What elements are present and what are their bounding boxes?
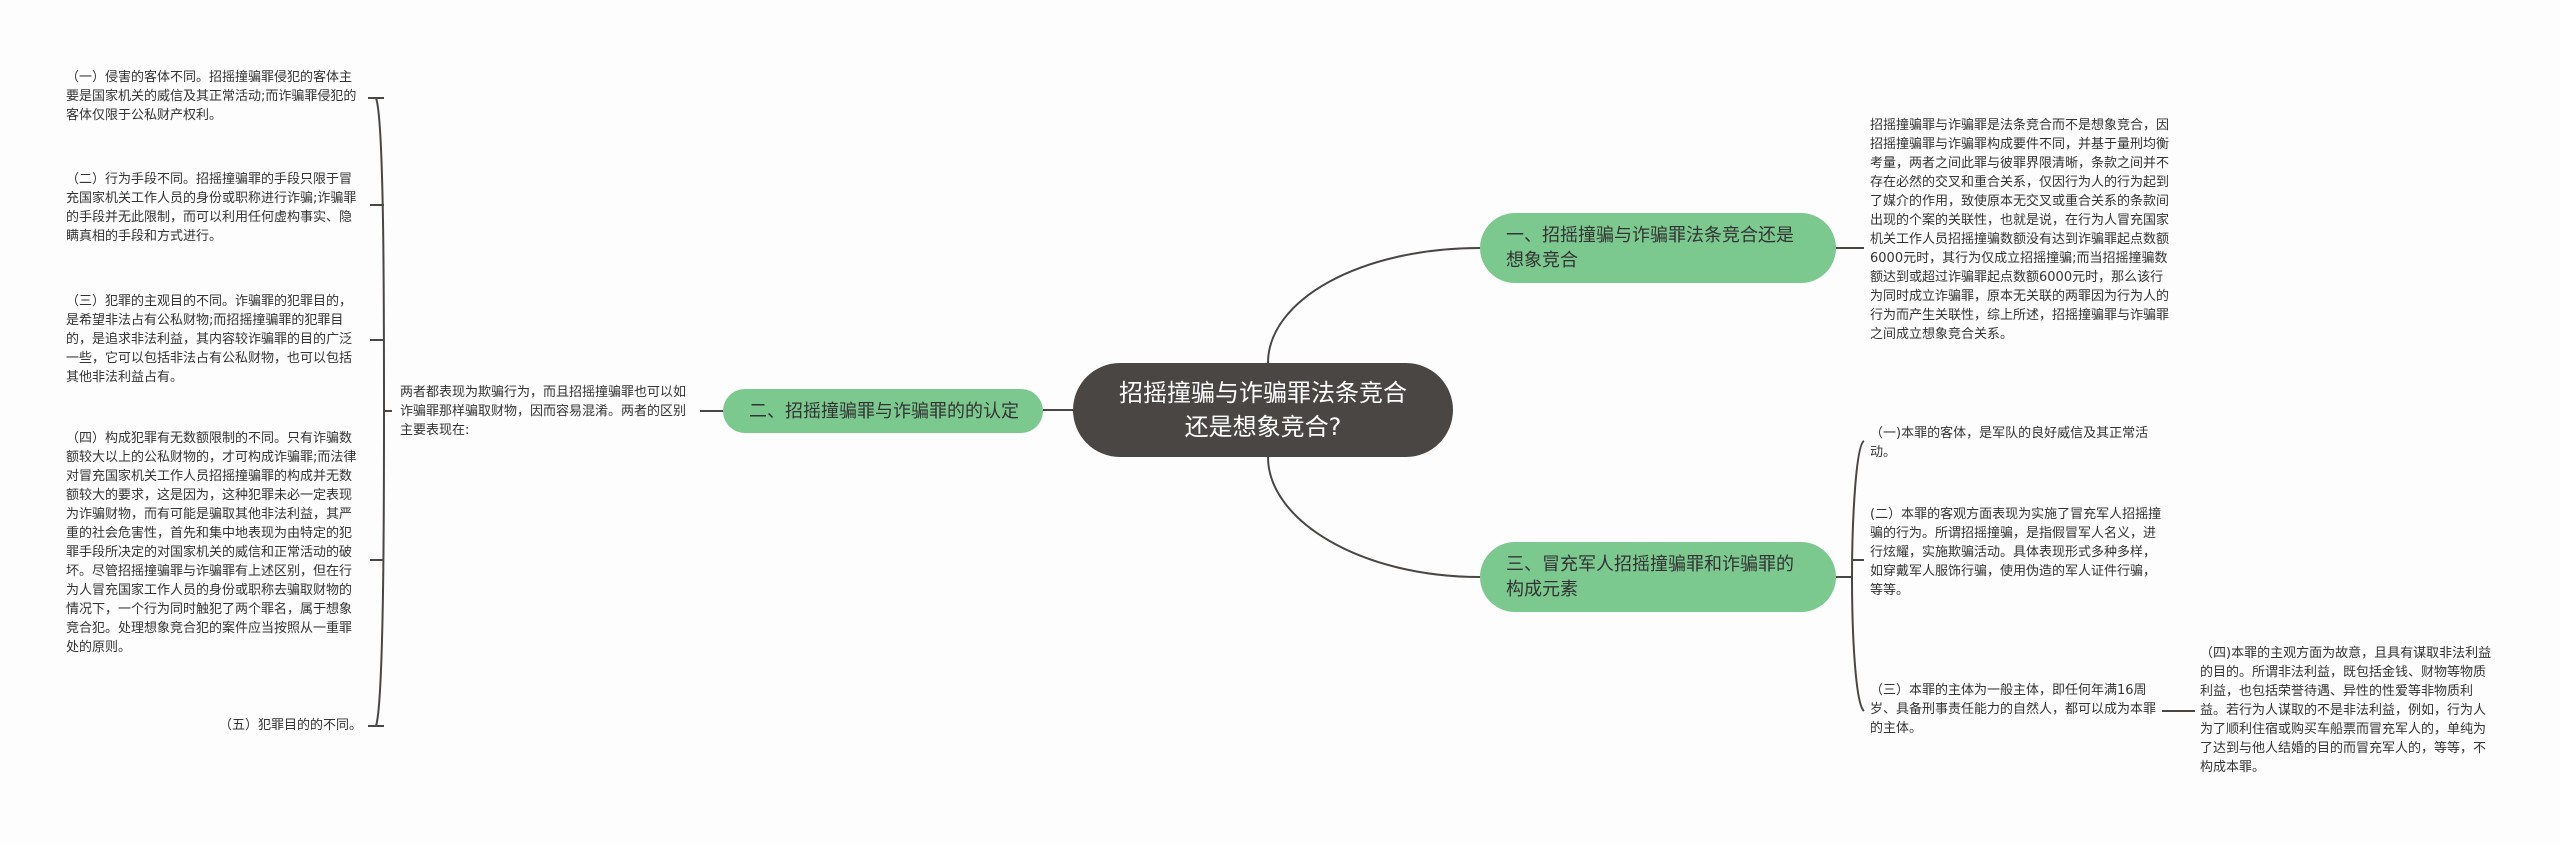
branch-3-item-3: （三）本罪的主体为一般主体，即任何年满16周岁、具备刑事责任能力的自然人，都可以…	[1870, 683, 2157, 736]
branch-3-sub-item: （四)本罪的主观方面为故意，且具有谋取非法利益的目的。所谓非法利益，既包括金钱、…	[2200, 646, 2492, 775]
branch-1-label: 一、招摇撞骗与诈骗罪法条竞合还是想象竞合	[1506, 225, 1794, 271]
branch-2-node[interactable]: 二、招摇撞骗罪与诈骗罪的的认定	[723, 389, 1043, 433]
branch-2-item-2: （二）行为手段不同。招摇撞骗罪的手段只限于冒充国家机关工作人员的身份或职称进行诈…	[66, 172, 357, 244]
branch-2-label: 二、招摇撞骗罪与诈骗罪的的认定	[749, 400, 1019, 422]
branch-2-item-4: （四）构成犯罪有无数额限制的不同。只有诈骗数额较大以上的公私财物的，才可构成诈骗…	[66, 431, 357, 655]
branch-2-item-3: （三）犯罪的主观目的不同。诈骗罪的犯罪目的，是希望非法占有公私财物;而招摇撞骗罪…	[66, 294, 353, 385]
branch-3-item-2: (二）本罪的客观方面表现为实施了冒充军人招摇撞骗的行为。所谓招摇撞骗，是指假冒军…	[1870, 507, 2162, 598]
link-root-b3	[1267, 456, 1481, 578]
branch-2-item-1: （一）侵害的客体不同。招摇撞骗罪侵犯的客体主要是国家机关的威信及其正常活动;而诈…	[66, 70, 357, 123]
link-root-b1	[1267, 247, 1481, 364]
branch-2-item-5: （五）犯罪目的的不同。	[218, 718, 362, 733]
bracket-b2	[368, 97, 392, 727]
bracket-b3	[1836, 440, 1865, 712]
branch-2-text: 两者都表现为欺骗行为，而且招摇撞骗罪也可以如诈骗罪那样骗取财物，因而容易混淆。两…	[400, 385, 687, 438]
branch-3-label: 三、冒充军人招摇撞骗罪和诈骗罪的构成元素	[1506, 554, 1794, 600]
branch-1-text: 招摇撞骗罪与诈骗罪是法条竞合而不是想象竞合，因招摇撞骗罪与诈骗罪构成要件不同，并…	[1870, 118, 2170, 342]
root-topic-label: 招摇撞骗与诈骗罪法条竞合还是想象竞合?	[1119, 379, 1407, 441]
root-topic[interactable]: 招摇撞骗与诈骗罪法条竞合还是想象竞合?	[1073, 363, 1453, 457]
branch-3-node[interactable]: 三、冒充军人招摇撞骗罪和诈骗罪的构成元素	[1480, 542, 1836, 612]
branch-1-node[interactable]: 一、招摇撞骗与诈骗罪法条竞合还是想象竞合	[1480, 213, 1836, 283]
branch-3-item-1: （一)本罪的客体，是军队的良好威信及其正常活动。	[1870, 426, 2149, 460]
